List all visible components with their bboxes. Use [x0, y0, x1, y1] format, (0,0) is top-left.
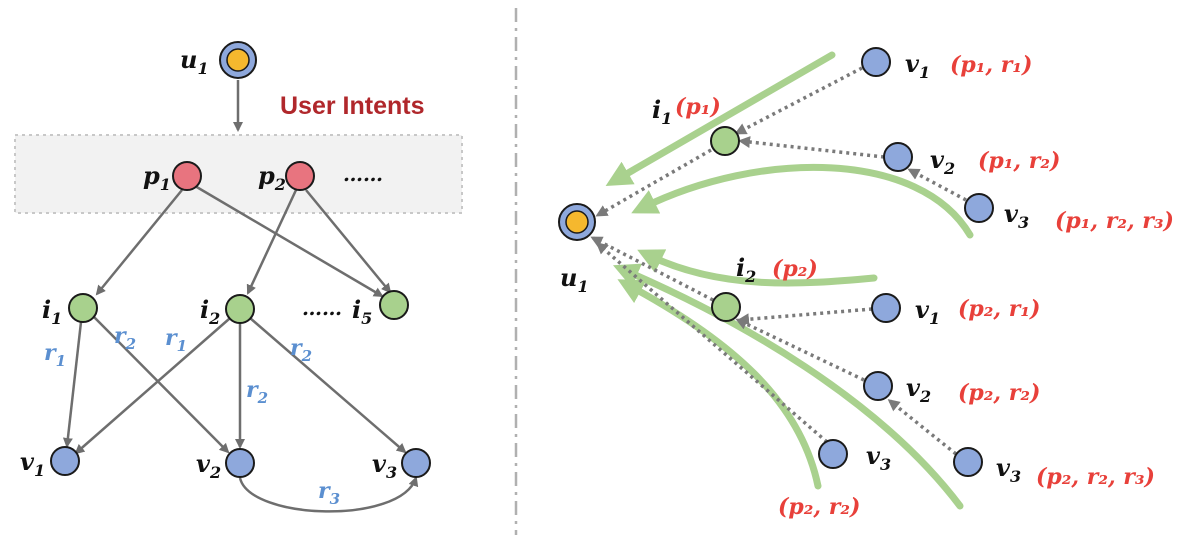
r-b-v3-path: (p₂, r₂, r₃): [1036, 464, 1155, 490]
p-ellipsis: ……: [343, 162, 383, 186]
edge-p1-i5: [194, 184, 384, 298]
r-a-v3-label: v3: [1004, 199, 1029, 232]
flow-arrow-b-v1: [637, 249, 878, 287]
edge-i1-v2: [92, 315, 230, 454]
i1-label: i1: [42, 295, 62, 328]
v3-label: v3: [372, 449, 397, 482]
dotted-edges: [590, 66, 967, 456]
r-b-v3-node: [953, 447, 983, 477]
dot-av1-i1: [734, 66, 863, 135]
r-c-v3-node: [818, 439, 848, 469]
i1-node: [68, 293, 98, 323]
r-i2-node: [711, 292, 741, 322]
r-i1-label: i1: [652, 95, 672, 128]
dot-bv1-i2: [737, 307, 873, 326]
dot-av2-i1: [738, 136, 885, 159]
i-ellipsis: ……: [302, 296, 342, 320]
r-a-v1-node: [861, 47, 891, 77]
r-b-v3-label: v3: [996, 453, 1021, 486]
flow-arrow-a-v1: [605, 51, 836, 187]
r-u1-node: [565, 210, 589, 234]
i5-node: [379, 290, 409, 320]
u1-node: [226, 48, 250, 72]
r1-label-i2-v1: r1: [165, 325, 187, 355]
r2-label-i1-v2: r2: [114, 323, 136, 353]
p1-node: [172, 161, 202, 191]
edge-p2-i5: [305, 189, 392, 294]
right-panel: u1 i1 (p₁) i2 (p₂) v1 (p₁, r₁) v2 (p₁, r…: [558, 47, 1174, 520]
i2-label: i2: [200, 295, 220, 328]
r1-label-i1-v1: r1: [44, 340, 66, 370]
r-b-v1-path: (p₂, r₁): [958, 296, 1040, 322]
edge-i1-v1: [62, 321, 83, 448]
v3-node: [401, 448, 431, 478]
v1-label: v1: [20, 447, 45, 480]
i5-label: i5: [352, 295, 372, 328]
r-b-v1-node: [871, 293, 901, 323]
r-b-v1-label: v1: [915, 295, 940, 328]
edge-v2-v3: [238, 476, 419, 513]
flow-arrow-b-v3: [612, 263, 964, 510]
dot-i1-u1: [595, 148, 712, 217]
r-i2-label: i2: [736, 253, 756, 286]
r-a-v2-label: v2: [930, 145, 955, 178]
p2-node: [285, 161, 315, 191]
edge-i2-v1: [74, 318, 230, 455]
flow-arrows: [605, 51, 974, 510]
v1-node: [50, 446, 80, 476]
left-edges: [62, 80, 419, 513]
r-i1-path: (p₁): [675, 94, 721, 120]
dot-bv3-bv2: [887, 399, 958, 456]
dot-bv2-i2: [735, 318, 865, 382]
r-c-v3-label: v3: [866, 441, 891, 474]
flow-arrow-a-v3: [631, 163, 974, 239]
edge-p2-i2: [246, 189, 298, 295]
r-a-v1-label: v1: [905, 49, 930, 82]
flow-arrow-c-v3: [617, 279, 822, 490]
dot-i2-u1: [590, 236, 714, 302]
r-i1-node: [710, 126, 740, 156]
p1-label: p1: [143, 161, 171, 194]
left-panel: User Intents u1 p1 p2 …… i1 i2 …… i5 v1 …: [14, 41, 463, 513]
r-a-v3-node: [964, 193, 994, 223]
r-a-v1-path: (p₁, r₁): [950, 52, 1032, 78]
edge-i2-v3: [249, 317, 407, 454]
p2-label: p2: [258, 161, 286, 194]
user-intents-title: User Intents: [280, 92, 424, 120]
i2-node: [225, 294, 255, 324]
v2-node: [225, 448, 255, 478]
r-b-v2-path: (p₂, r₂): [958, 380, 1040, 406]
r-a-v2-node: [883, 142, 913, 172]
v2-label: v2: [196, 449, 221, 482]
r-i2-path: (p₂): [772, 256, 818, 282]
r-a-v2-path: (p₁, r₂): [978, 148, 1060, 174]
r-b-v2-node: [863, 371, 893, 401]
dot-cv3-u1: [595, 242, 829, 444]
intent-box: [14, 134, 463, 214]
u1-label: u1: [180, 45, 209, 78]
r3-label-v2-v3: r3: [318, 478, 340, 508]
r-a-v3-path: (p₁, r₂, r₃): [1055, 208, 1174, 234]
r2-label-i2-v2: r2: [246, 377, 268, 407]
r-c-v3-path: (p₂, r₂): [778, 494, 860, 520]
edge-p1-i1: [95, 189, 183, 296]
r-b-v2-label: v2: [906, 373, 931, 406]
r-u1-label: u1: [560, 263, 589, 296]
r2-label-i2-v3: r2: [290, 335, 312, 365]
